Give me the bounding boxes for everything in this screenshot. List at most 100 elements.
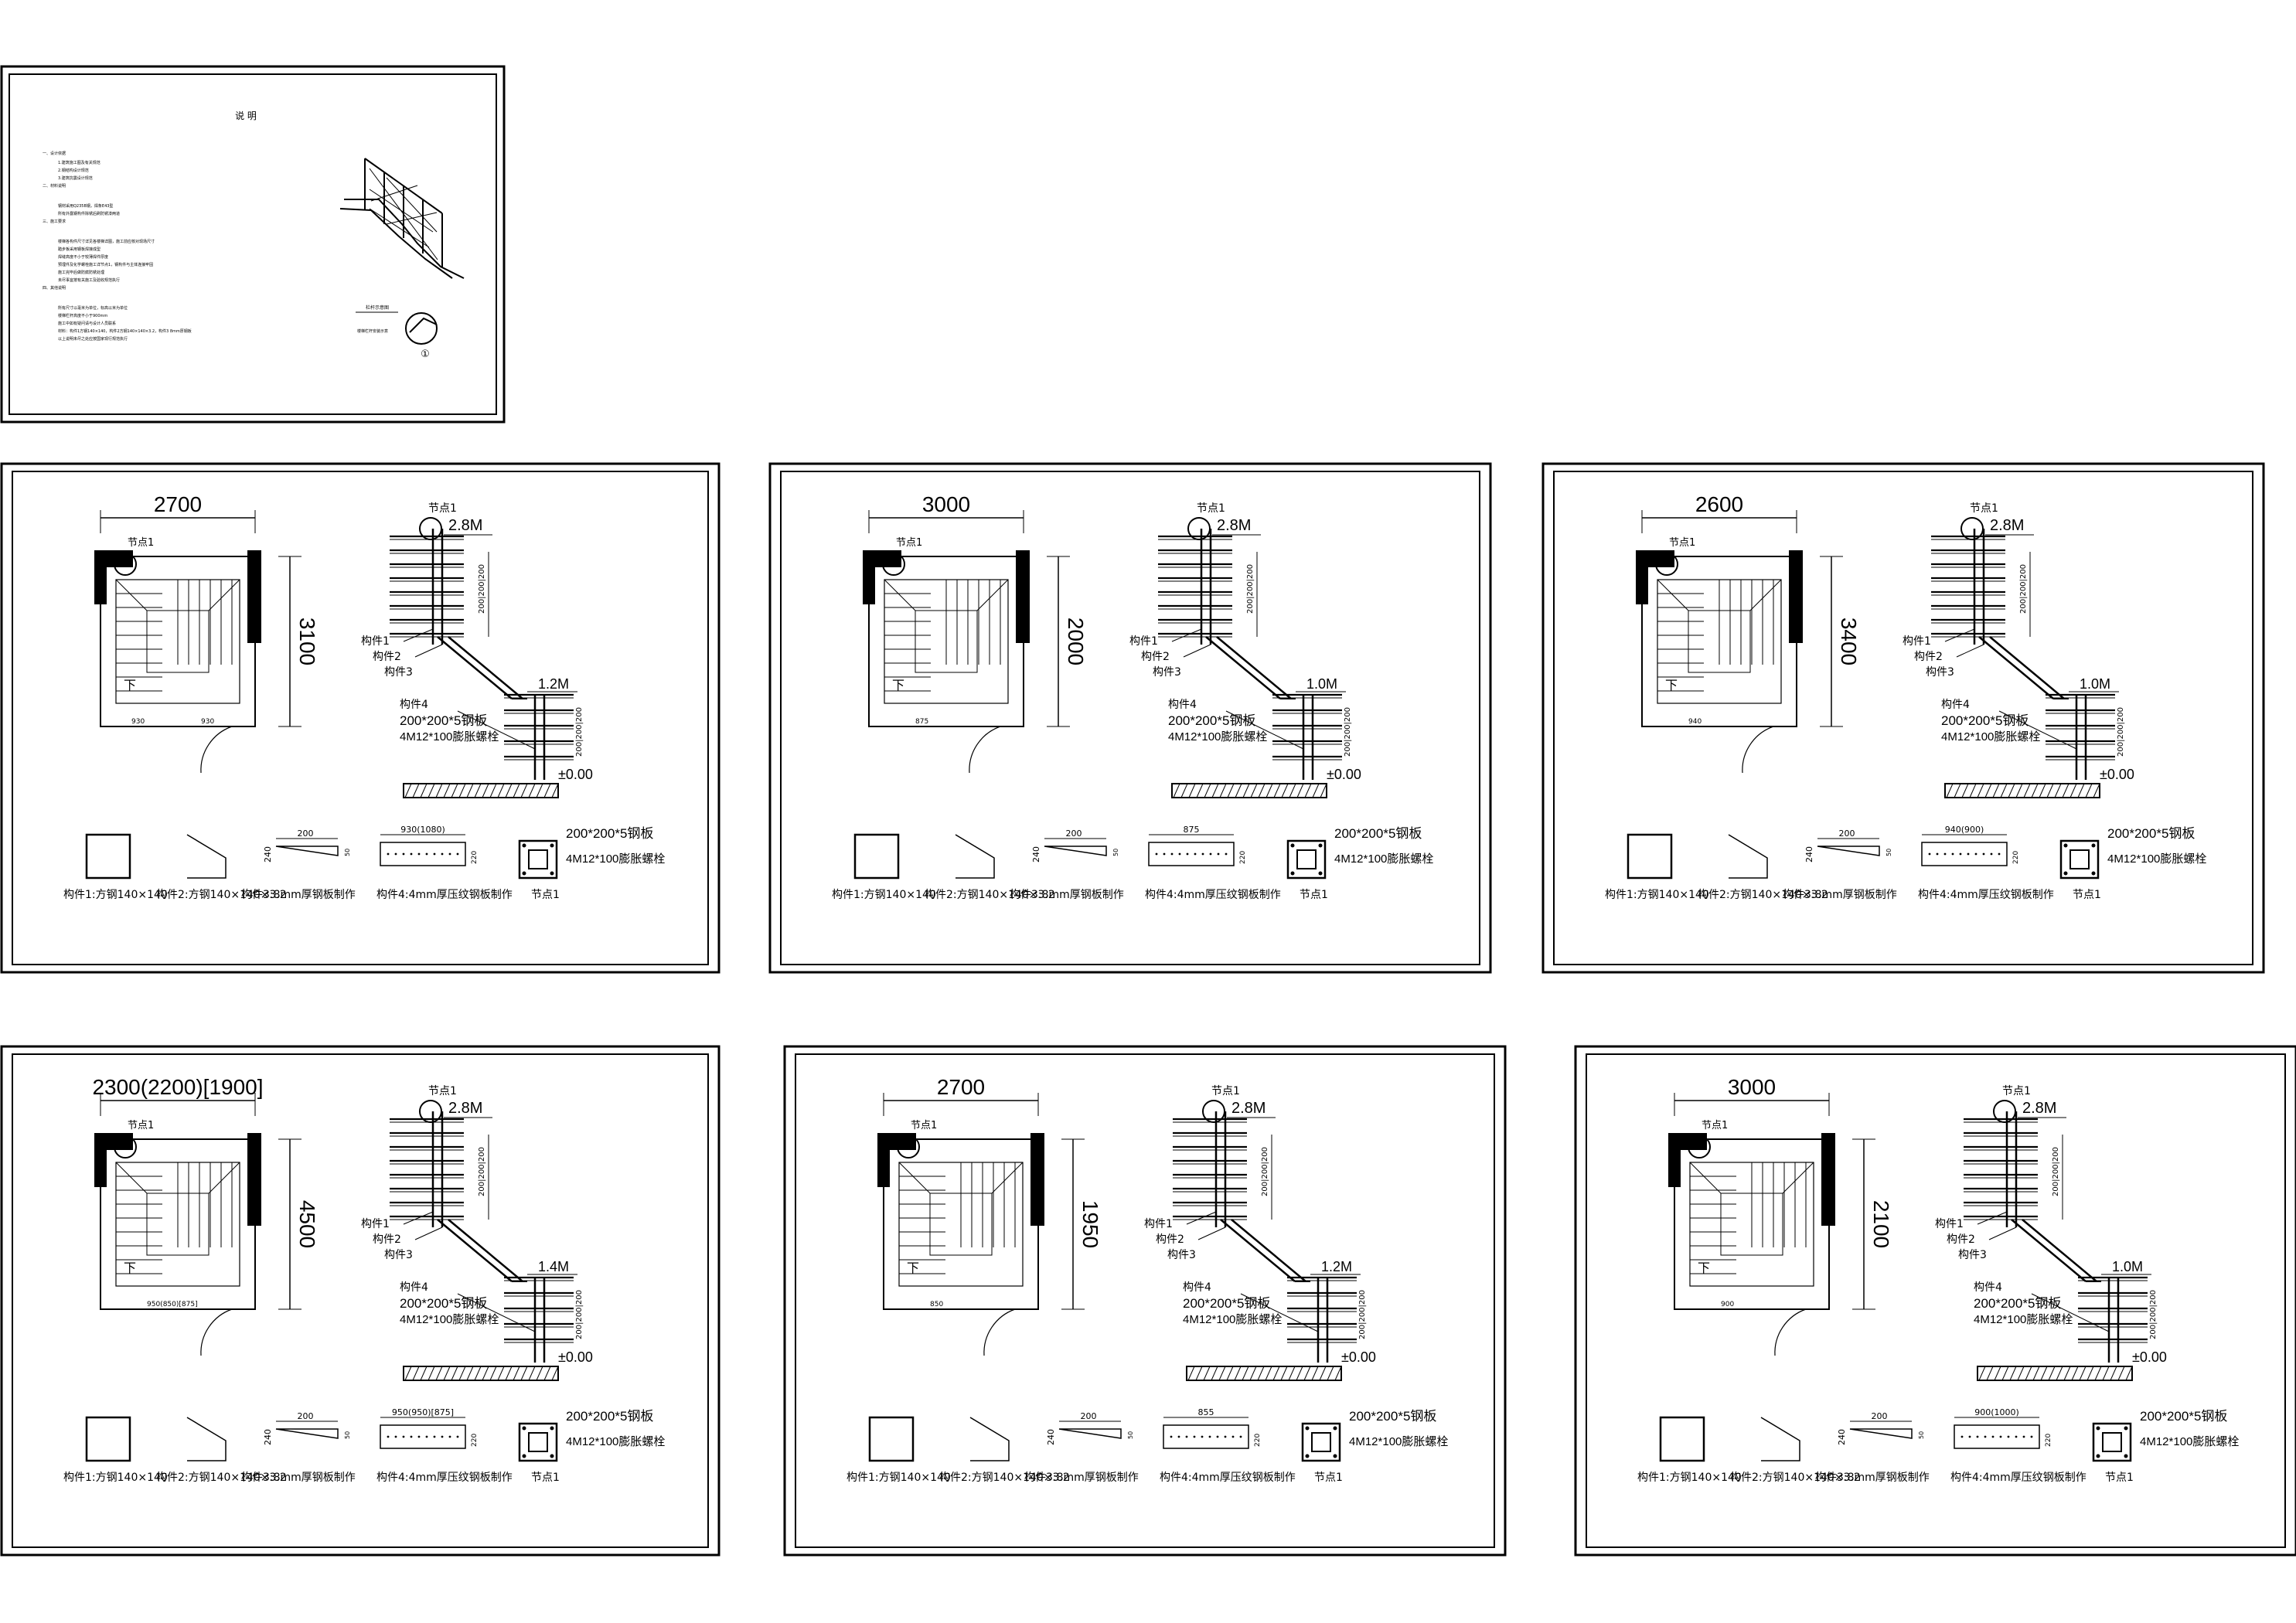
elevation-top: 2.8M (1231, 1100, 1266, 1117)
legend-part4: 构件4:4mm厚压纹钢板制作 (1918, 889, 2054, 901)
cover-note-line: 材料：构件1方钢140×140，构件2方钢140×140×3.2，构件3 8mm… (58, 328, 192, 334)
node-bolt-label: 4M12*100膨胀螺栓 (1349, 1435, 1448, 1448)
wall-column (1668, 1133, 1681, 1187)
legend-part3-shape (1058, 1428, 1122, 1439)
elevation-mid: 1.4M (538, 1259, 569, 1274)
plan-width-dim: 2700 (154, 492, 202, 516)
elevation-mid: 1.0M (1306, 676, 1337, 692)
bolt-label: 4M12*100膨胀螺栓 (400, 1313, 499, 1326)
tread-height: 240 (1031, 846, 1041, 863)
tread-height: 240 (263, 1429, 273, 1445)
wall-column (877, 1133, 890, 1187)
node-circle (1688, 1135, 1711, 1159)
rise-dims: 200|200|200 (2052, 1147, 2060, 1196)
elevation-top: 2.8M (1990, 517, 2024, 534)
node-circle (897, 1135, 920, 1159)
legend-part3: 构件3:8mm厚钢板制作 (1783, 889, 1897, 901)
tread-length: 200 (298, 829, 314, 839)
node1-label: 节点1 (1702, 1120, 1728, 1131)
node-circle (114, 553, 137, 576)
legend-part2: 构件2:方钢140×140×3.2 (156, 889, 287, 901)
sub-dim: 950(850)[875] (147, 1301, 198, 1308)
legend-part2-shape (186, 834, 227, 879)
wall-column (94, 550, 107, 604)
legend-node1: 节点1 (1300, 889, 1328, 901)
node-plate-label: 200*200*5钢板 (566, 826, 653, 841)
elevation-top: 2.8M (2022, 1100, 2056, 1117)
part1-label: 构件1 (1903, 635, 1931, 648)
rise-dims: 200|200|200 (478, 564, 486, 614)
rise-dims-lower: 200|200|200 (575, 707, 584, 757)
stair-sheet-C: 26003400下节点1940节点12.8M200|200|2001.0M200… (1541, 462, 2265, 974)
stair-sheet-E: 27001950下节点1850节点12.8M200|200|2001.2M200… (783, 1045, 1507, 1557)
tread-height2: 50 (1112, 849, 1119, 856)
tread-span: 900(1000) (1974, 1407, 2019, 1417)
elevation-base: ±0.00 (2132, 1349, 2167, 1365)
bolt-label: 4M12*100膨胀螺栓 (1183, 1313, 1282, 1326)
rise-dims: 200|200|200 (1246, 564, 1255, 614)
plate-label: 200*200*5钢板 (1168, 713, 1255, 728)
legend-part3: 构件3:8mm厚钢板制作 (1024, 1472, 1139, 1484)
part2-label: 构件2 (1914, 651, 1943, 663)
cover-note-line: 所有外露钢构件除锈后刷防锈漆两道 (58, 211, 120, 216)
node-circle (419, 517, 442, 540)
down-label: 下 (1665, 678, 1678, 692)
node1-label: 节点1 (911, 1120, 937, 1131)
legend-part1: 构件1:方钢140×140 (832, 889, 936, 901)
bolt-label: 4M12*100膨胀螺栓 (1941, 730, 2040, 743)
legend-part3-shape (1044, 846, 1107, 856)
node-circle (1960, 517, 1984, 540)
stair-sheet-F: 30002100下节点1900节点12.8M200|200|2001.0M200… (1574, 1045, 2296, 1557)
stair-sheet-B: 30002000下节点1875节点12.8M200|200|2001.0M200… (768, 462, 1492, 974)
part2-label: 构件2 (1947, 1233, 1975, 1246)
plate-height: 220 (2012, 851, 2020, 864)
plan-height-dim: 3400 (1837, 618, 1861, 665)
part3-label: 构件3 (1153, 666, 1181, 679)
tread-length: 200 (1839, 829, 1855, 839)
part4-label: 构件4 (1183, 1281, 1211, 1294)
wall-column (94, 1133, 107, 1187)
bolt-label: 4M12*100膨胀螺栓 (400, 730, 499, 743)
legend-part3-shape (1849, 1428, 1913, 1439)
plate-label: 200*200*5钢板 (400, 713, 487, 728)
cover-note-line: 楼梯栏杆高度不小于900mm (58, 313, 107, 318)
rise-dims: 200|200|200 (2019, 564, 2028, 614)
tread-span: 875 (1184, 825, 1200, 835)
elevation-mid: 1.2M (538, 676, 569, 692)
legend-part4: 构件4:4mm厚压纹钢板制作 (1950, 1472, 2086, 1484)
part1-label: 构件1 (1144, 1218, 1173, 1230)
part2-label: 构件2 (1156, 1233, 1184, 1246)
wall-column (247, 1133, 261, 1226)
part3-label: 构件3 (384, 666, 413, 679)
detail-marker: ① (421, 349, 430, 360)
plate-height: 220 (1239, 851, 1247, 864)
legend-part4: 构件4:4mm厚压纹钢板制作 (1145, 889, 1281, 901)
plate-label: 200*200*5钢板 (1974, 1296, 2061, 1311)
part1-label: 构件1 (1935, 1218, 1964, 1230)
node-circle (1202, 1100, 1225, 1123)
part4-label: 构件4 (400, 699, 428, 711)
cover-note-line: 3.建筑抗震设计规范 (58, 175, 93, 181)
plate-label: 200*200*5钢板 (400, 1296, 487, 1311)
legend-part1: 构件1:方钢140×140 (63, 1472, 168, 1484)
elevation-top: 2.8M (448, 517, 482, 534)
sub-dim: 930 (131, 718, 145, 726)
wall-column (1821, 1133, 1835, 1226)
tread-length: 200 (1872, 1411, 1888, 1421)
part4-label: 构件4 (1974, 1281, 2002, 1294)
legend-part2: 构件2:方钢140×140×3.2 (925, 889, 1055, 901)
sub-dim: 850 (930, 1301, 943, 1308)
stair-sheet-D: 2300(2200)[1900]4500下节点1950(850)[875]节点1… (0, 1045, 720, 1557)
legend-node1: 节点1 (1314, 1472, 1343, 1484)
bolt-label: 4M12*100膨胀螺栓 (1974, 1313, 2073, 1326)
node-bolt-label: 4M12*100膨胀螺栓 (566, 852, 665, 866)
plan-width-dim: 3000 (1728, 1075, 1776, 1099)
legend-node1: 节点1 (531, 889, 560, 901)
node-bolt-label: 4M12*100膨胀螺栓 (1334, 852, 1433, 866)
down-label: 下 (892, 678, 904, 692)
bolt-label: 4M12*100膨胀螺栓 (1168, 730, 1267, 743)
detail-circle (405, 312, 438, 345)
node-circle (1993, 1100, 2016, 1123)
tread-height2: 50 (1918, 1431, 1925, 1439)
